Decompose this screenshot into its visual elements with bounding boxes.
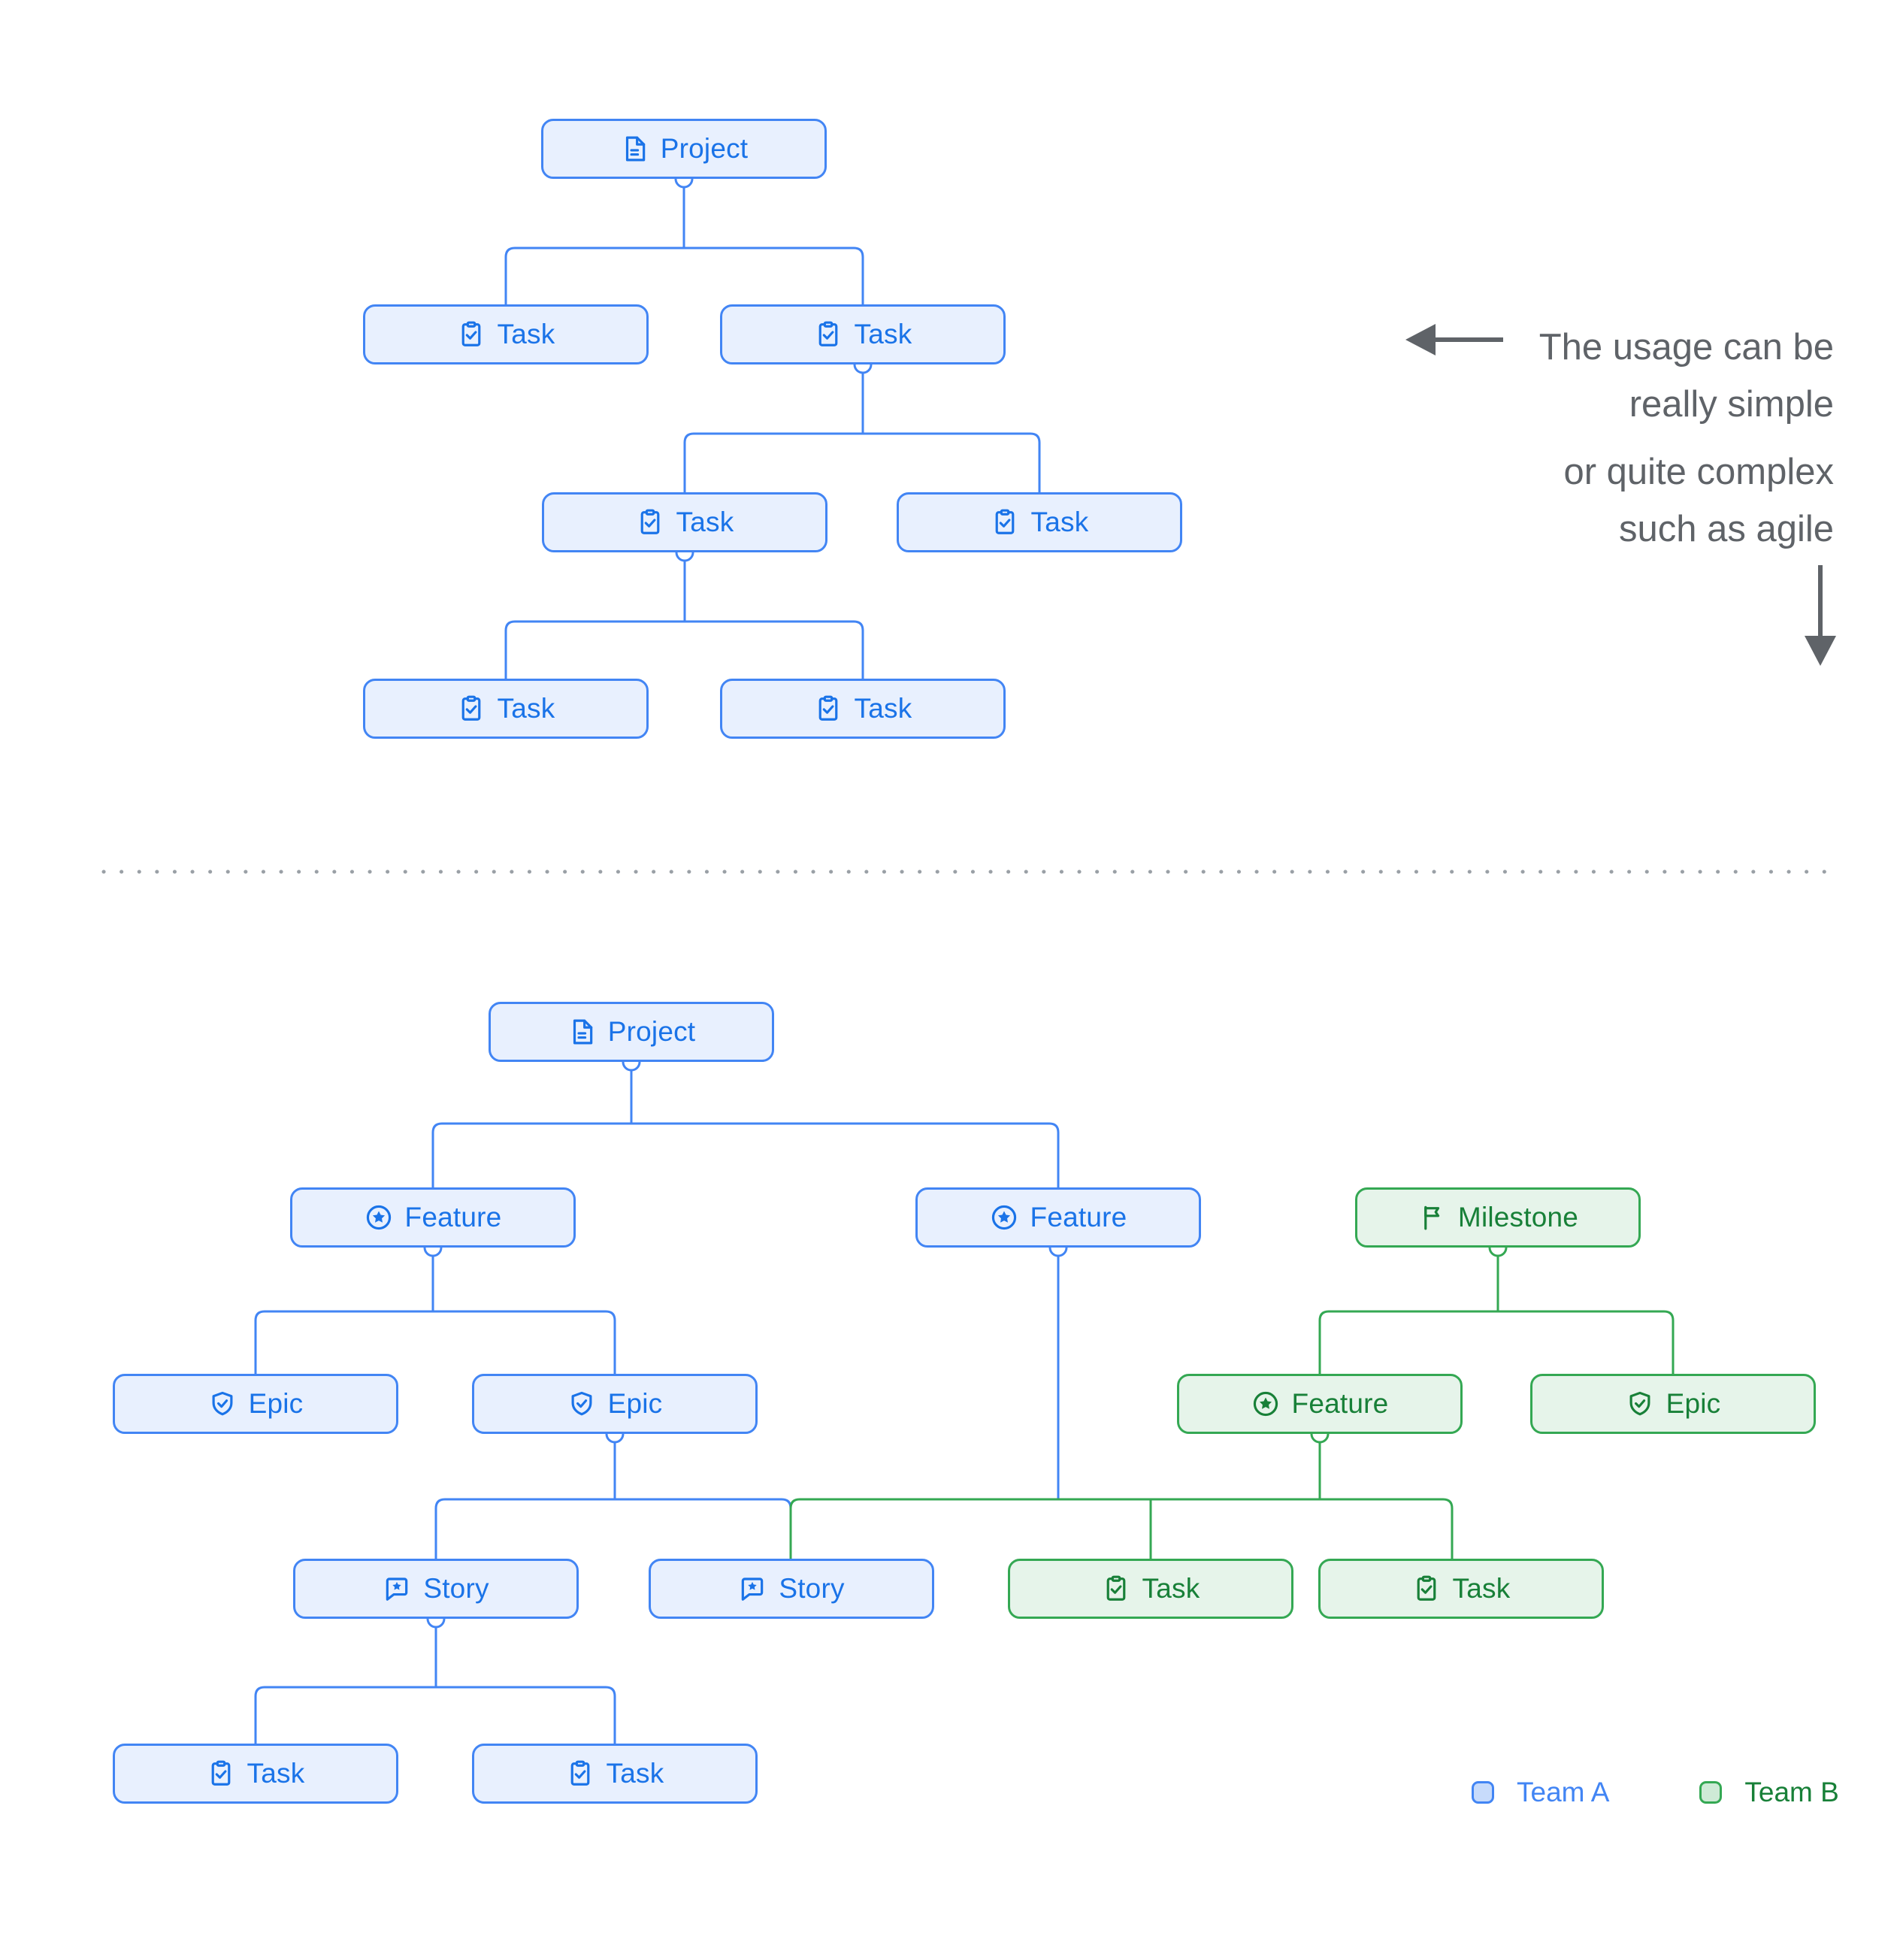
- node-label: Task: [676, 507, 734, 537]
- node-label: Project: [607, 1016, 696, 1047]
- connector: [431, 1122, 1060, 1187]
- connector: [254, 1686, 616, 1744]
- node-label: Task: [247, 1758, 305, 1789]
- document-icon: [620, 135, 649, 163]
- node-label: Task: [606, 1758, 664, 1789]
- task-icon: [566, 1759, 594, 1788]
- node-task: Task: [363, 679, 649, 739]
- node-task: Task: [720, 679, 1006, 739]
- connector: [254, 1310, 616, 1374]
- node-label: Epic: [607, 1388, 663, 1419]
- node-epic: Epic: [1530, 1374, 1816, 1434]
- epic-icon: [1626, 1390, 1654, 1418]
- node-label: Feature: [1030, 1202, 1127, 1233]
- legend-item-team-b: Team B: [1699, 1777, 1839, 1808]
- connector: [504, 620, 864, 679]
- node-story: Story: [293, 1559, 579, 1619]
- story-icon: [383, 1574, 411, 1603]
- task-icon: [207, 1759, 235, 1788]
- node-label: Task: [497, 319, 555, 349]
- node-label: Task: [497, 693, 555, 724]
- node-story: Story: [649, 1559, 934, 1619]
- node-task: Task: [113, 1744, 398, 1804]
- node-label: Feature: [404, 1202, 502, 1233]
- node-label: Task: [854, 693, 912, 724]
- document-icon: [567, 1018, 596, 1046]
- task-icon: [636, 508, 664, 537]
- node-task: Task: [720, 304, 1006, 364]
- milestone-icon: [1417, 1203, 1446, 1232]
- node-milestone: Milestone: [1355, 1187, 1641, 1248]
- node-label: Story: [423, 1573, 489, 1604]
- task-icon: [1412, 1574, 1441, 1603]
- node-label: Task: [1452, 1573, 1511, 1604]
- connector: [434, 1498, 792, 1559]
- task-icon: [814, 694, 843, 723]
- epic-icon: [567, 1390, 596, 1418]
- legend-item-team-a: Team A: [1472, 1777, 1609, 1808]
- legend-label: Team B: [1744, 1777, 1839, 1807]
- annotation-text: The usage can be really simple or quite …: [1308, 319, 1834, 558]
- task-icon: [457, 320, 486, 349]
- legend: Team A Team B: [1472, 1777, 1839, 1808]
- connector: [789, 1498, 1454, 1559]
- node-feature: Feature: [915, 1187, 1201, 1248]
- node-task: Task: [897, 492, 1182, 552]
- node-task: Task: [542, 492, 827, 552]
- node-label: Milestone: [1457, 1202, 1579, 1233]
- team-b-swatch: [1699, 1781, 1723, 1804]
- node-epic: Epic: [113, 1374, 398, 1434]
- node-label: Task: [854, 319, 912, 349]
- node-task: Task: [1008, 1559, 1293, 1619]
- task-icon: [991, 508, 1019, 537]
- story-icon: [738, 1574, 767, 1603]
- connector: [1318, 1310, 1675, 1374]
- node-label: Project: [660, 133, 749, 164]
- feature-icon: [1251, 1390, 1280, 1418]
- connector: [504, 247, 864, 304]
- team-a-swatch: [1472, 1781, 1494, 1804]
- node-label: Feature: [1291, 1388, 1389, 1419]
- task-icon: [1102, 1574, 1130, 1603]
- node-label: Epic: [248, 1388, 304, 1419]
- node-label: Task: [1030, 507, 1089, 537]
- annotation-line: really simple: [1629, 384, 1834, 425]
- annotation-line: such as agile: [1618, 509, 1834, 549]
- node-project: Project: [541, 119, 827, 179]
- node-task: Task: [363, 304, 649, 364]
- connector: [683, 432, 1041, 492]
- task-icon: [814, 320, 843, 349]
- node-feature: Feature: [290, 1187, 576, 1248]
- node-epic: Epic: [472, 1374, 758, 1434]
- node-feature: Feature: [1177, 1374, 1463, 1434]
- simple-tree-connectors: [504, 187, 1041, 679]
- annotation-line: or quite complex: [1563, 452, 1834, 492]
- task-icon: [457, 694, 486, 723]
- node-label: Story: [779, 1573, 845, 1604]
- node-label: Epic: [1666, 1388, 1721, 1419]
- arrow-down-head: [1805, 636, 1836, 666]
- legend-label: Team A: [1517, 1777, 1610, 1807]
- epic-icon: [208, 1390, 237, 1418]
- node-project: Project: [489, 1002, 774, 1062]
- node-label: Task: [1142, 1573, 1200, 1604]
- node-task: Task: [1318, 1559, 1604, 1619]
- feature-icon: [365, 1203, 393, 1232]
- feature-icon: [990, 1203, 1018, 1232]
- node-task: Task: [472, 1744, 758, 1804]
- annotation-line: The usage can be: [1538, 327, 1834, 368]
